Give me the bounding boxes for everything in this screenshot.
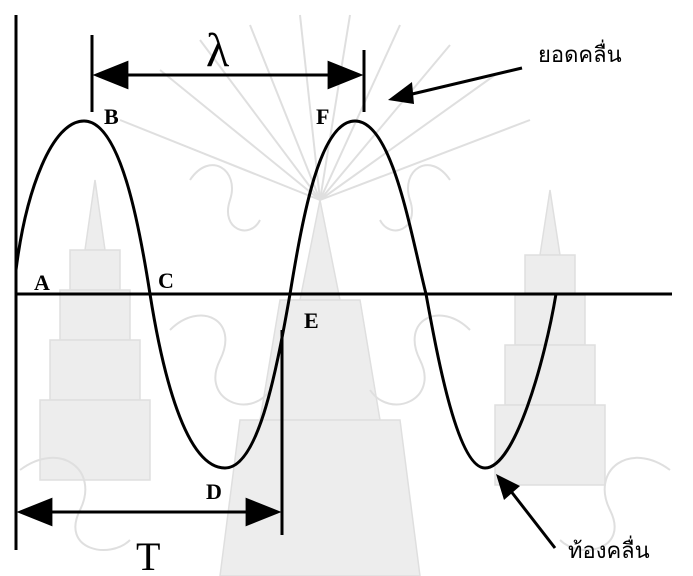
sine-wave <box>14 119 558 470</box>
wavelength-marker <box>90 35 366 112</box>
period-marker <box>16 330 284 535</box>
crest-label: ยอดคลื่น <box>538 39 622 68</box>
point-label-e: E <box>304 308 319 333</box>
watermark-right-stupa <box>494 189 606 486</box>
wavelength-symbol: λ <box>206 24 230 77</box>
point-label-c: C <box>158 268 174 293</box>
crest-pointer <box>388 66 523 104</box>
trough-arrowhead <box>496 474 520 500</box>
point-label-f: F <box>316 104 329 129</box>
point-label-d: D <box>206 479 222 504</box>
watermark-seal <box>19 14 671 576</box>
crest-arrowhead <box>388 82 414 104</box>
watermark-left-stupa <box>39 179 151 481</box>
point-label-a: A <box>34 270 50 295</box>
watermark-sun-rays <box>119 14 531 201</box>
trough-pointer <box>496 474 557 549</box>
trough-label: ท้องคลื่น <box>568 535 650 564</box>
period-symbol: T <box>136 534 160 576</box>
point-label-b: B <box>104 104 119 129</box>
watermark-center-spire <box>219 199 421 576</box>
